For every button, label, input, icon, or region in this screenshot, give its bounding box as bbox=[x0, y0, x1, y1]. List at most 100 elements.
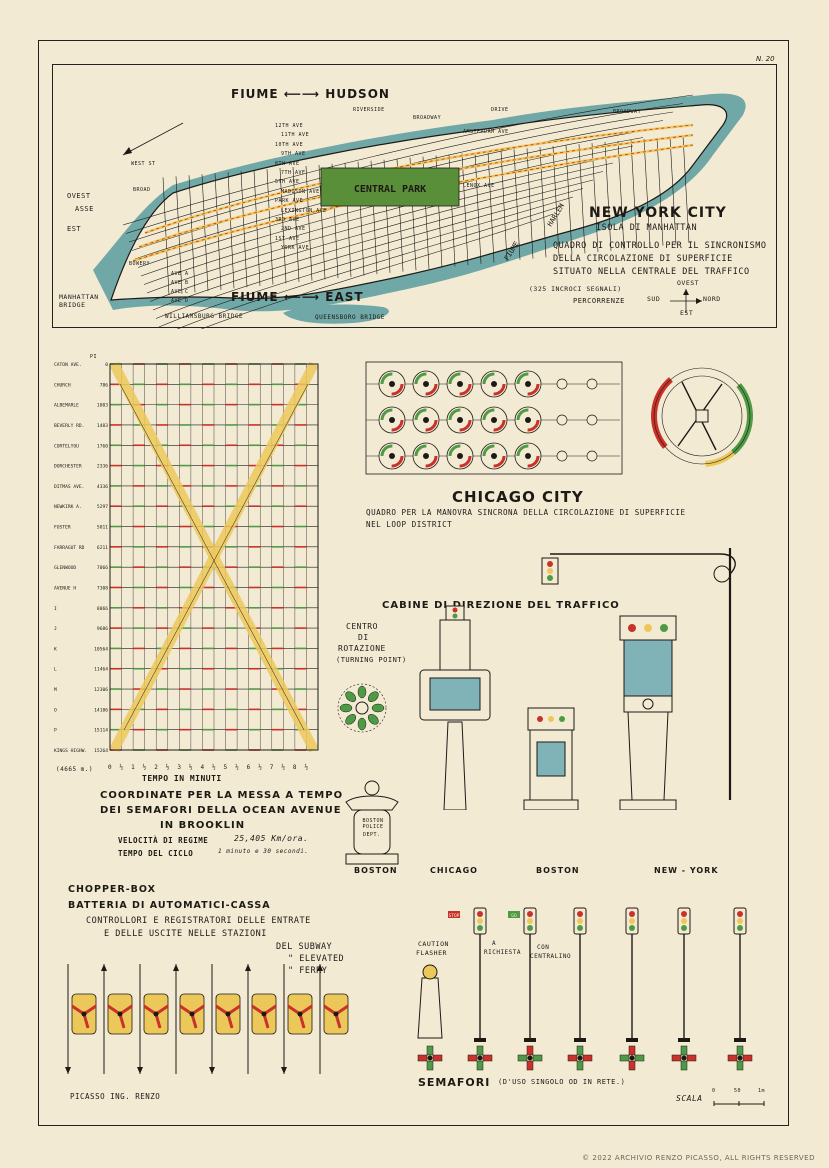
east-river-label: FIUME ⟵⟶ EAST bbox=[231, 290, 364, 304]
signal-aspect-center bbox=[427, 1055, 433, 1061]
chopper-ferry: " FERRY bbox=[288, 966, 328, 976]
manhattan-map: CENTRAL PARK HARLEM FIUME bbox=[93, 93, 746, 329]
street-name-label: DITMAS AVE. bbox=[54, 484, 84, 490]
signal-aspect-arm bbox=[727, 1054, 738, 1062]
time-tick-label: 5 bbox=[223, 764, 228, 771]
lower-street-label: WEST ST bbox=[131, 161, 156, 167]
time-tick-label: 1 bbox=[131, 764, 136, 771]
semafori-illustration: STOP GO bbox=[417, 907, 753, 1071]
red-light bbox=[681, 911, 687, 917]
street-name-label: GLENWOOD bbox=[54, 565, 76, 571]
chopper-elevated: " ELEVATED bbox=[288, 954, 345, 964]
flow-arrow-head bbox=[101, 964, 107, 971]
street-name-label: M bbox=[54, 687, 57, 693]
street-name-label: K bbox=[54, 646, 57, 652]
cross-street bbox=[643, 138, 651, 247]
signal-aspect-arm bbox=[680, 1060, 688, 1071]
avenue-label: 2ND AVE bbox=[281, 226, 306, 233]
roosevelt-island bbox=[283, 304, 389, 324]
cross-street bbox=[201, 174, 209, 292]
cross-street bbox=[292, 166, 300, 283]
signal-aspect-arm bbox=[680, 1045, 688, 1056]
green-light bbox=[737, 925, 743, 931]
rotation-marker bbox=[357, 685, 367, 699]
flow-arrow-head bbox=[209, 1067, 215, 1074]
chopper-boxes bbox=[65, 964, 349, 1074]
cross-street bbox=[682, 135, 690, 244]
timing-caption-1: COORDINATE PER LA MESSA A TEMPO bbox=[100, 790, 344, 801]
signal-aspect-arm bbox=[576, 1060, 584, 1071]
outer-frame bbox=[38, 40, 789, 1126]
street-name-label: ALBEMARLE bbox=[54, 403, 79, 409]
dial-board-frame bbox=[365, 361, 623, 475]
caution-1: CAUTION bbox=[418, 940, 449, 948]
new-york-tower bbox=[619, 615, 677, 810]
street-distance-label: 8866 bbox=[97, 606, 108, 612]
signal-aspect-arm bbox=[417, 1054, 428, 1062]
street-distance-label: 2336 bbox=[97, 464, 108, 470]
time-tick-label: 2 bbox=[154, 764, 159, 771]
sheet-number: N. 20 bbox=[756, 55, 775, 63]
signal-aspect-arm bbox=[476, 1060, 484, 1071]
go-sign: GO bbox=[511, 913, 517, 919]
signal-aspect-arm bbox=[476, 1045, 484, 1056]
timing-total: (4665 m.) bbox=[56, 766, 94, 773]
street-distance-label: 4336 bbox=[97, 484, 108, 490]
cabin-label-new-york: NEW - YORK bbox=[654, 866, 719, 875]
nyc-incroci: (325 INCROCI SEGNALI) bbox=[529, 285, 622, 293]
street-name-label: CATON AVE. bbox=[54, 362, 82, 368]
signal-aspect-arm bbox=[671, 1054, 682, 1062]
boston-police-label-2: DEPT. bbox=[363, 832, 381, 838]
yellow-light bbox=[629, 918, 635, 924]
street-distance-label: 9686 bbox=[97, 626, 108, 632]
street-distance-label: 7066 bbox=[97, 565, 108, 571]
avenue-label: 12TH AVE bbox=[275, 123, 304, 129]
signal-aspect-arm bbox=[686, 1054, 697, 1062]
overhead-signal bbox=[541, 548, 736, 800]
street-name-label: BEVERLY RD. bbox=[54, 423, 84, 429]
signal-aspect-arm bbox=[426, 1045, 434, 1056]
street-distance-label: 1760 bbox=[97, 443, 108, 449]
rotation-marker bbox=[339, 703, 353, 713]
signal-aspect-arm bbox=[526, 1045, 534, 1056]
signal-aspect-arm bbox=[567, 1054, 578, 1062]
caution-flasher bbox=[417, 977, 443, 1039]
avenue-label: LEXINGTON AVE bbox=[281, 207, 327, 214]
signal-aspect-center bbox=[681, 1055, 687, 1061]
richiesta-1: A bbox=[492, 940, 497, 947]
nyc-compass-south: SUD bbox=[647, 295, 661, 303]
street-name-label: FARRAGUT RD bbox=[54, 545, 85, 551]
avenue-line bbox=[143, 154, 624, 285]
street-distance-label: 12306 bbox=[94, 687, 108, 693]
centralino-2: CENTRALINO bbox=[530, 953, 572, 960]
street-distance-label: 786 bbox=[100, 382, 109, 388]
stop-sign: STOP bbox=[449, 913, 460, 919]
nyc-compass-rose bbox=[670, 289, 702, 313]
small-dial bbox=[586, 414, 598, 426]
upper-street-label: AMSTERDAM AVE bbox=[463, 129, 509, 135]
time-tick-label: ½ bbox=[188, 764, 193, 771]
street-distance-label: 0 bbox=[105, 362, 108, 368]
upper-street-label: RIVERSIDE bbox=[353, 107, 385, 113]
time-tick-label: ½ bbox=[235, 764, 240, 771]
avenue-line bbox=[152, 179, 594, 311]
street-distance-label: 1483 bbox=[97, 423, 108, 429]
signal-aspect-center bbox=[737, 1055, 743, 1061]
turning-point-plan bbox=[337, 683, 387, 733]
avenue-line bbox=[200, 213, 554, 329]
small-dial bbox=[556, 450, 568, 462]
avenue-label: MADISON AVE bbox=[281, 188, 320, 195]
flow-arrow-head bbox=[317, 964, 323, 971]
street-name-label: FOSTER bbox=[54, 525, 71, 531]
cross-street bbox=[630, 139, 638, 249]
cross-street bbox=[617, 140, 625, 250]
richiesta-2: RICHIESTA bbox=[484, 949, 522, 956]
time-tick-label: 8 bbox=[292, 764, 297, 771]
signal-aspect-arm bbox=[576, 1045, 584, 1056]
avenue-line bbox=[155, 188, 584, 319]
time-tick-label: 0 bbox=[108, 764, 113, 771]
signal-aspect-center bbox=[629, 1055, 635, 1061]
avenue-label: YORK AVE bbox=[281, 245, 310, 252]
nyc-desc-3: SITUATO NELLA CENTRALE DEL TRAFFICO bbox=[553, 267, 750, 277]
